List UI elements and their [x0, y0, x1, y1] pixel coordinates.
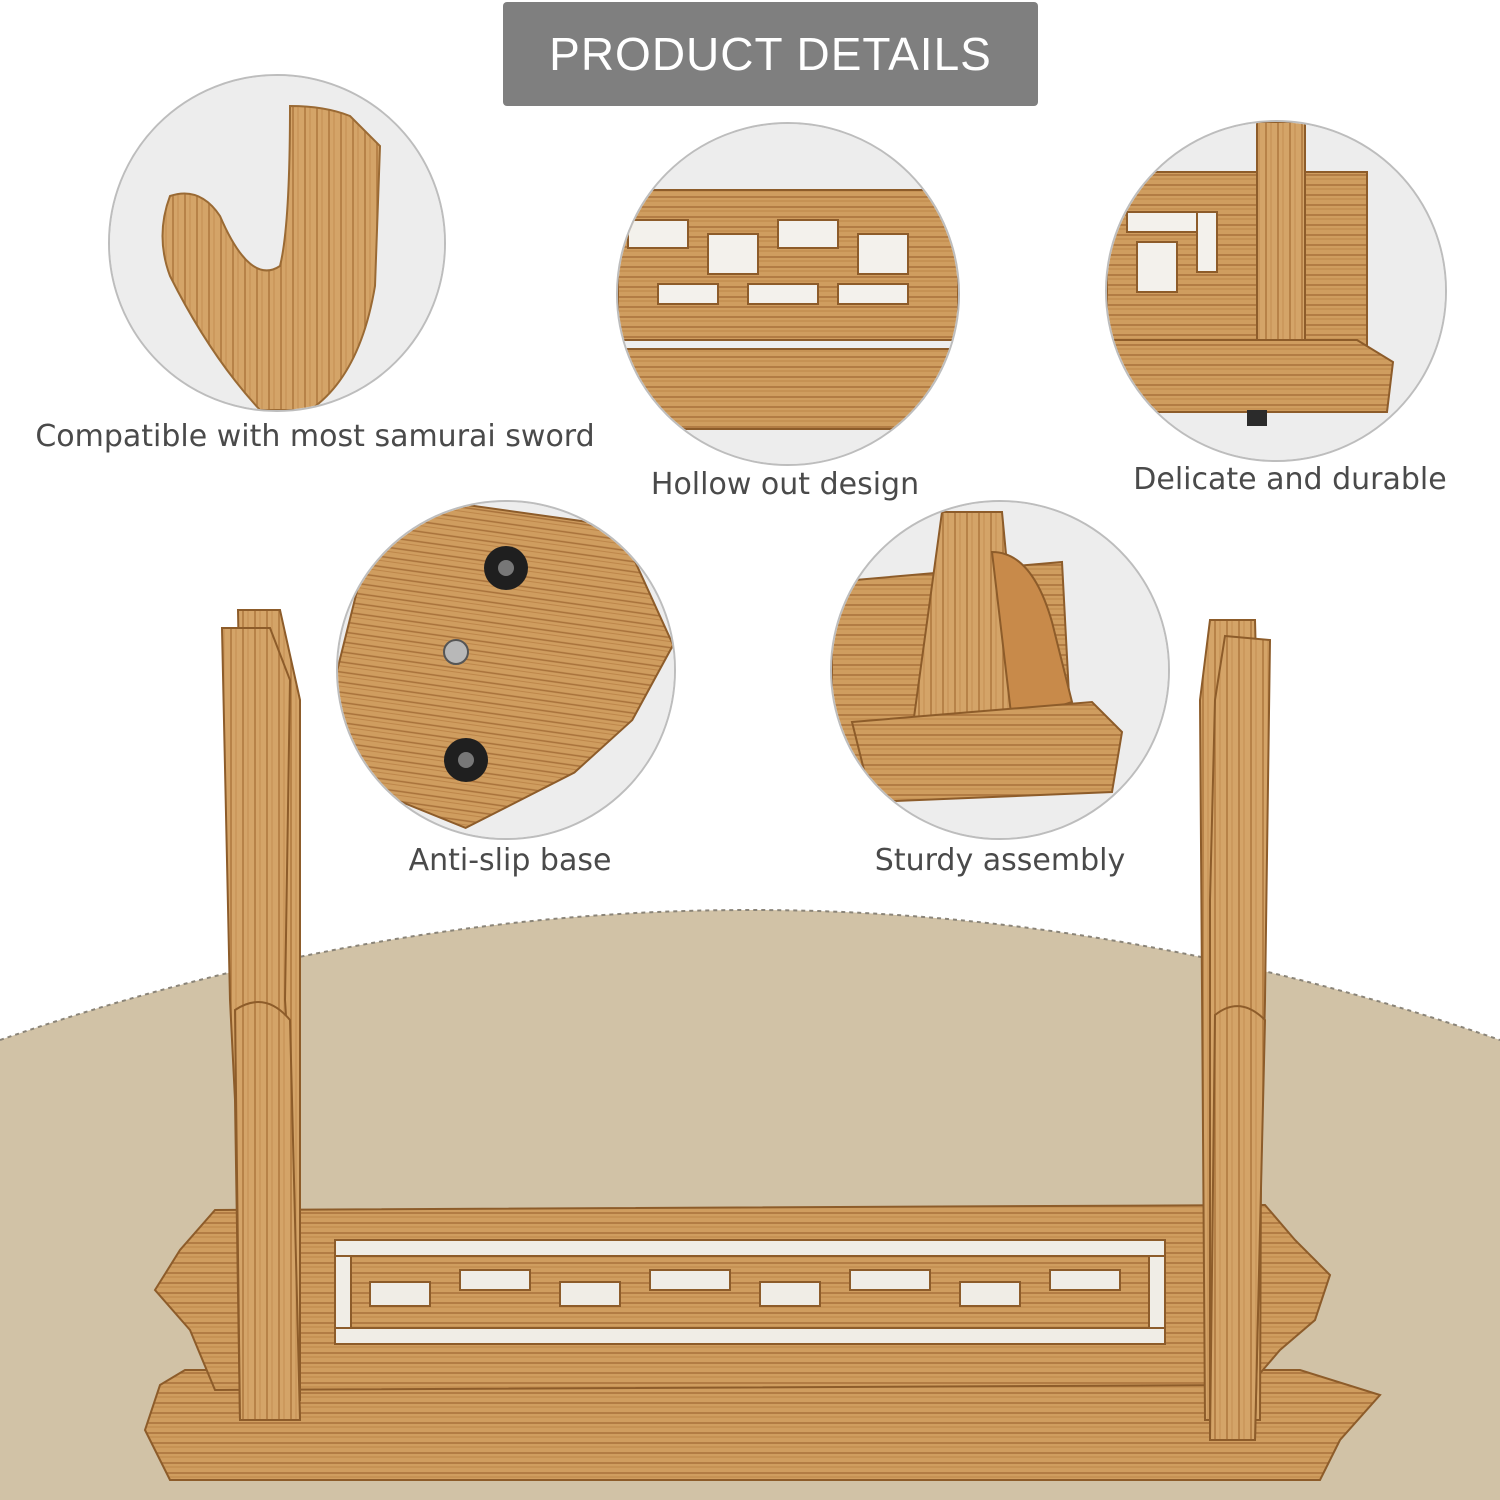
- feature-image-delicate: [1105, 120, 1447, 462]
- feature-image-sword-holder: [108, 74, 446, 412]
- feature-caption-sturdy: Sturdy assembly: [874, 843, 1126, 878]
- feature-image-sturdy: [830, 500, 1170, 840]
- feature-image-anti-slip: [336, 500, 676, 840]
- title-banner: PRODUCT DETAILS: [503, 2, 1038, 106]
- feature-caption-delicate: Delicate and durable: [1133, 462, 1447, 497]
- page-title: PRODUCT DETAILS: [549, 28, 992, 80]
- feature-caption-compatible: Compatible with most samurai sword: [35, 419, 595, 454]
- feature-caption-anti-slip: Anti-slip base: [408, 843, 612, 878]
- feature-caption-hollow: Hollow out design: [650, 467, 920, 502]
- feature-image-hollow-design: [616, 122, 960, 466]
